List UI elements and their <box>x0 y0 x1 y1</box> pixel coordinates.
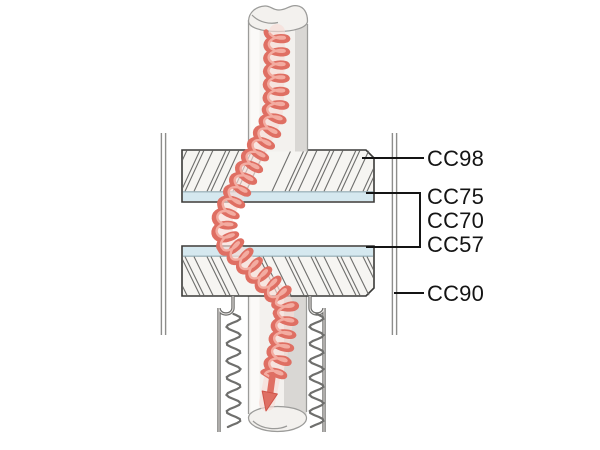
label-cc75: CC75 <box>427 184 485 209</box>
label-cc90: CC90 <box>427 281 485 306</box>
lower-coating <box>183 247 373 256</box>
leader-lines <box>362 157 424 294</box>
label-cc57: CC57 <box>427 232 485 257</box>
beam-arrowhead <box>261 390 278 412</box>
leader-bracket-cc75-cc57 <box>366 192 421 248</box>
bottom-tube-rim <box>247 405 308 433</box>
right-rail <box>391 133 398 335</box>
right-bellows <box>308 296 326 432</box>
lower-window-hatching <box>183 256 373 296</box>
light-beam-arrow <box>211 24 300 412</box>
left-rail <box>160 133 167 335</box>
upper-window <box>181 149 375 203</box>
label-cc98: CC98 <box>427 146 485 171</box>
label-cc70: CC70 <box>427 208 485 233</box>
upper-coating <box>183 192 373 201</box>
left-bellows <box>217 296 242 432</box>
